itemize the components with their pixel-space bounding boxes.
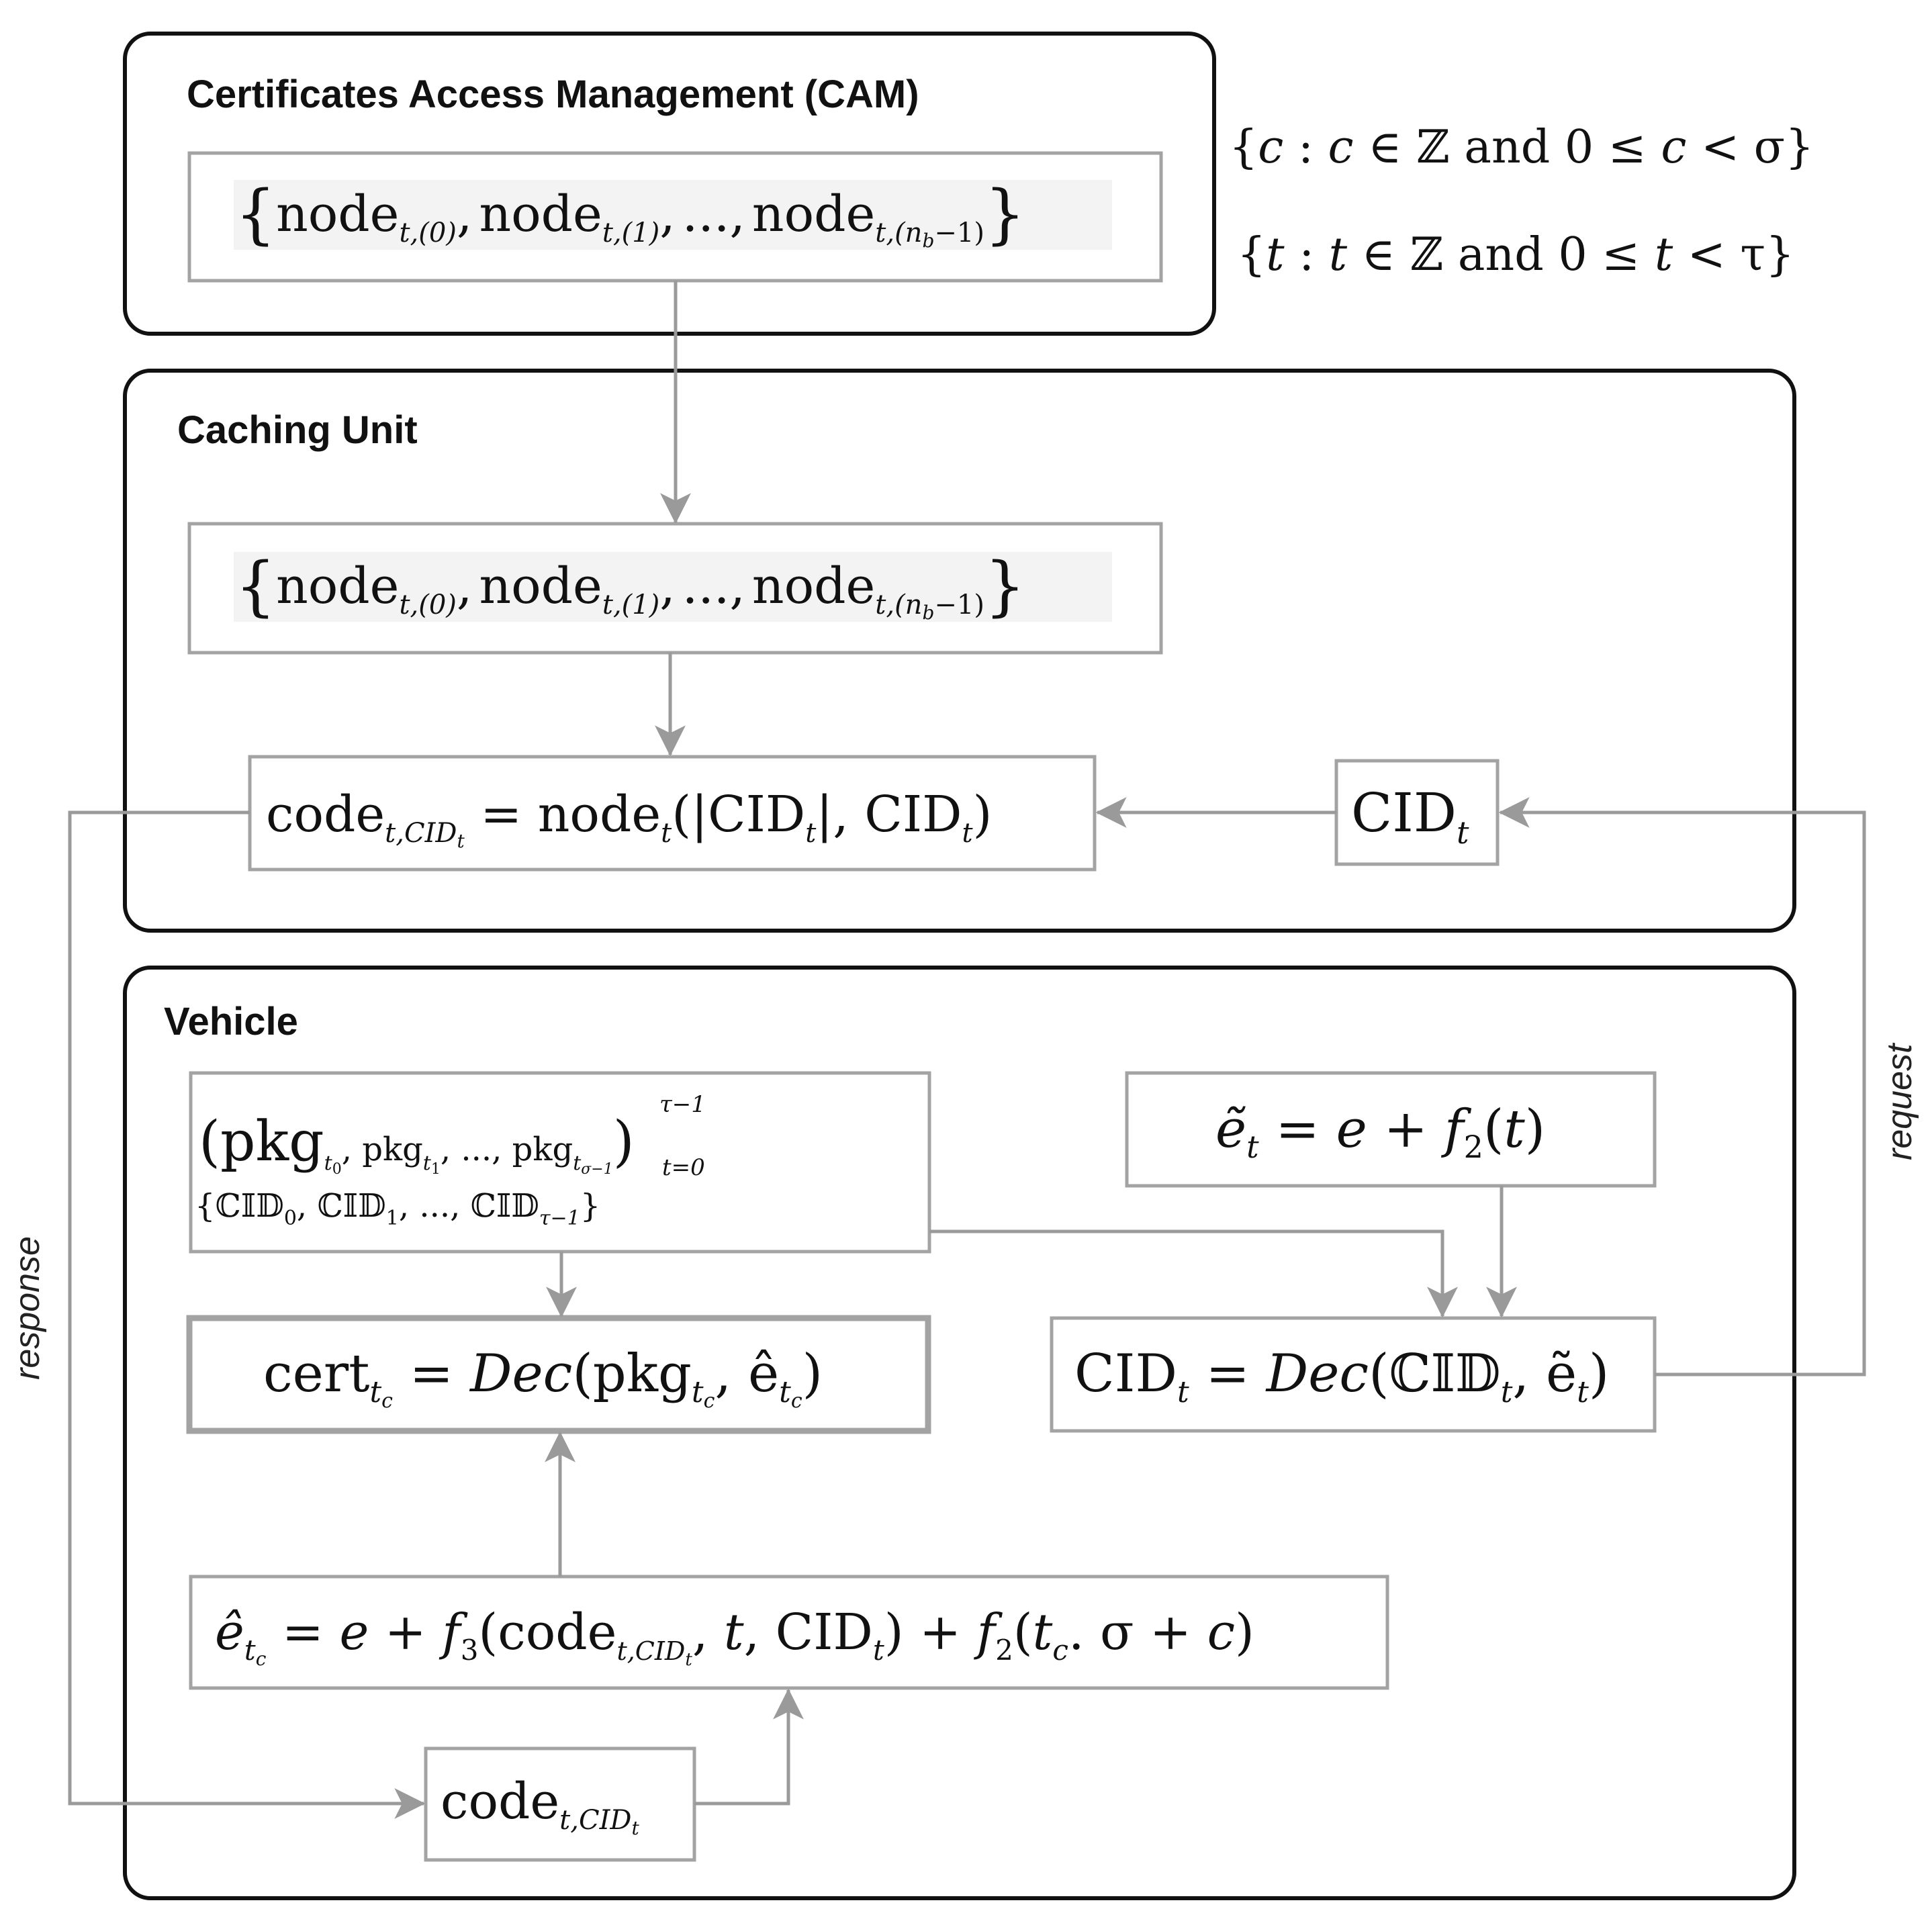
arrow-code-to-ehat [694,1688,804,1806]
code-equation-box [248,755,1097,872]
cid-label: CIDt [1351,782,1469,851]
cid-decrypt-box [1050,1316,1657,1433]
code-label: codet,CIDt [441,1773,639,1839]
cid-set: {ℂ𝕀𝔻0, ℂ𝕀𝔻1, ..., ℂ𝕀𝔻τ−1} [195,1187,600,1230]
caching-unit-container [123,369,1796,933]
pkg-tuple-superscript: τ−1 [659,1091,706,1118]
arrow-pkg-to-cid-decrypt [929,1229,1458,1318]
set-definition-c: {c : c ∈ ℤ and 0 ≤ c < σ} [1229,121,1814,174]
response-label: response [8,1236,47,1380]
e-tilde-box [1125,1071,1657,1188]
cert-equation: certtc = Dec(pkgtc, êtc) [263,1344,823,1413]
code-equation: codet,CIDt = nodet(|CIDt|, CIDt) [266,786,992,852]
request-label: request [1880,1042,1919,1160]
cam-title: Certificates Access Management (CAM) [187,73,919,116]
e-tilde-equation: ẽt = e + f2(t) [1215,1099,1545,1165]
vehicle-container [123,966,1796,1900]
cid-box [1334,759,1500,866]
e-hat-box [189,1575,1389,1690]
pkg-tuple-lower-index: t=0 [662,1154,705,1181]
cam-container [123,32,1216,336]
caching-unit-title: Caching Unit [177,408,418,452]
cam-node-set-highlight [234,180,1112,250]
e-hat-equation: êtc = e + f3(codet,CIDt, t, CIDt) + f2(t… [215,1603,1254,1670]
pkg-box [189,1071,931,1254]
vehicle-title: Vehicle [164,1000,298,1043]
pkg-tuple: (pkgt0, pkgt1, ..., pkgtσ−1) [199,1110,635,1178]
cid-decrypt-equation: CIDt = Dec(ℂ𝕀𝔻t, ẽt) [1074,1344,1609,1409]
set-definition-t: {t : t ∈ ℤ and 0 ≤ t < τ} [1237,228,1794,281]
cache-node-set-highlight [234,552,1112,622]
cam-node-set: {nodet,(0),nodet,(1),...,nodet,(nb−1)} [235,177,1025,252]
cert-box [186,1315,931,1434]
cache-node-set: {nodet,(0),nodet,(1),...,nodet,(nb−1)} [235,549,1025,624]
arrow-response [68,810,426,1819]
code-box [424,1746,696,1862]
arrow-request [1498,797,1866,1376]
